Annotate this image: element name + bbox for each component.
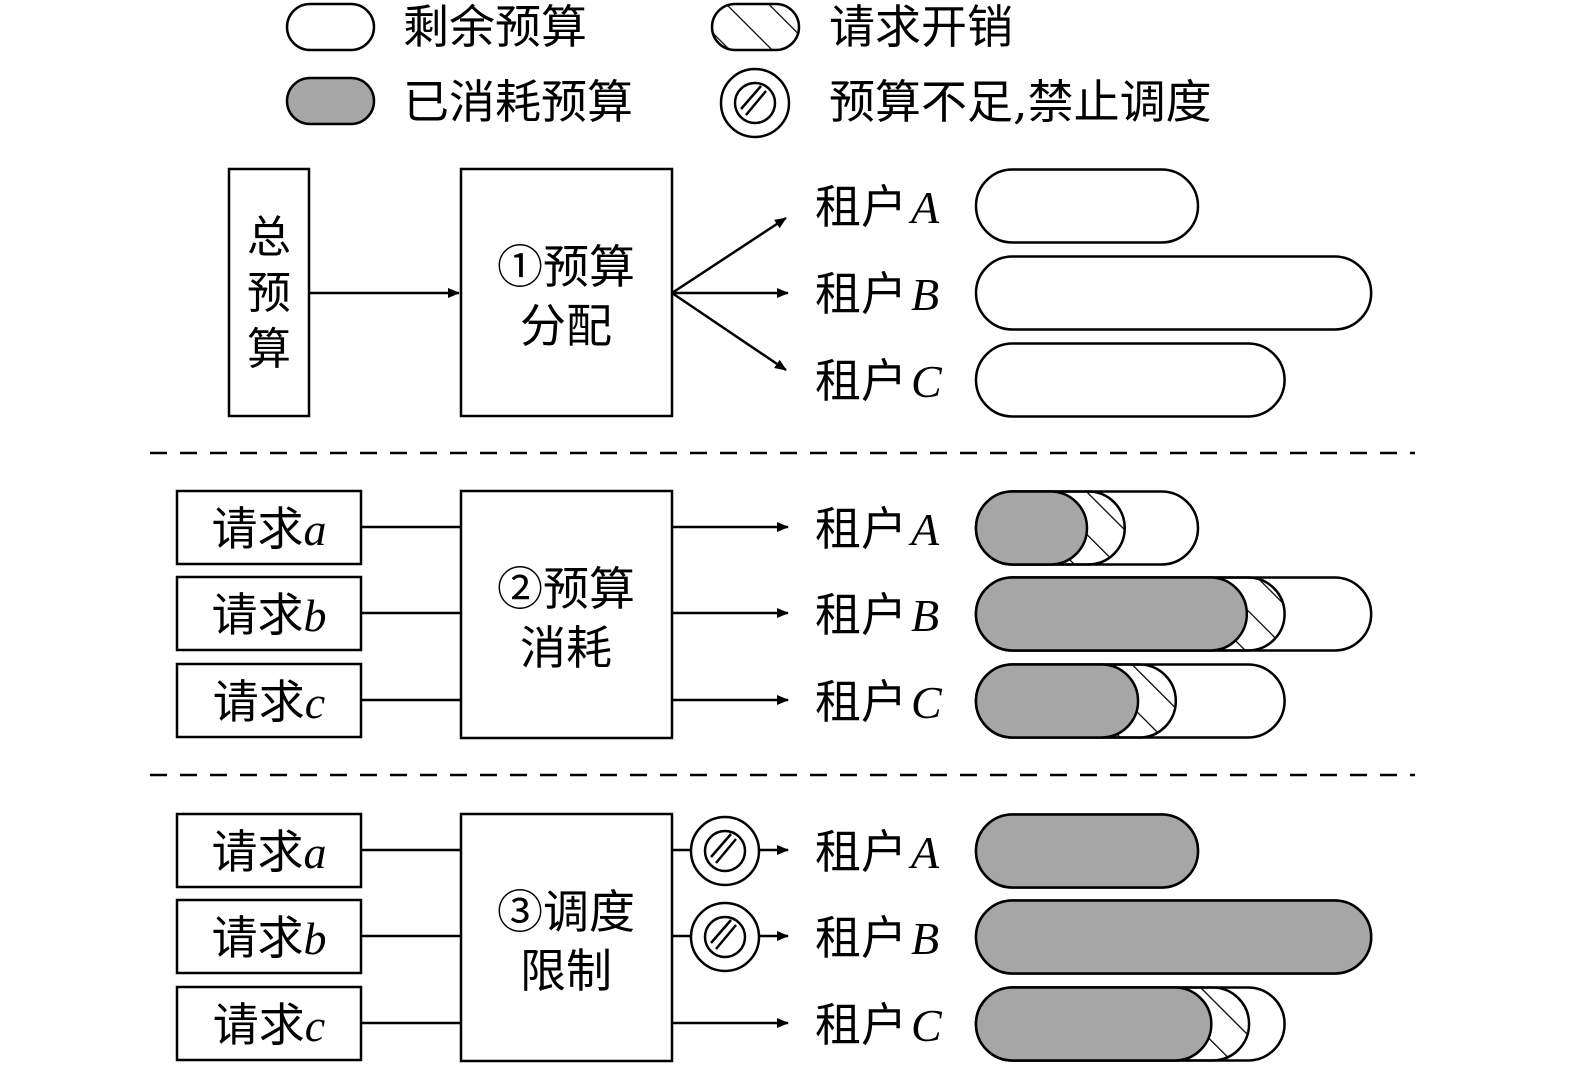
- tenant-label: 租户C: [815, 354, 943, 408]
- arrow: [671, 291, 787, 372]
- legend: 剩余预算 请求开销 已消耗预算 预算不足,禁止调度: [285, 0, 1212, 139]
- tenant-labels: 租户A 租户B 租户C 租户A 租户B 租户C 租户A 租户B 租户C: [815, 180, 943, 1052]
- tenant-label: 租户C: [815, 998, 943, 1052]
- request-label: 请求c: [213, 675, 325, 729]
- consumed-budget-segment: [974, 899, 1373, 975]
- tenant-budget-bar: [974, 899, 1373, 975]
- legend-denied-label: 预算不足,禁止调度: [829, 75, 1212, 129]
- consumed-budget-segment: [974, 663, 1140, 739]
- tenant-budget-bar: [974, 168, 1200, 244]
- tenant-budget-bar: [974, 255, 1373, 331]
- request-label: 请求a: [212, 825, 327, 879]
- deny-icons: [689, 815, 761, 973]
- tenant-label: 租户A: [815, 502, 940, 556]
- stage-title: 分配: [520, 299, 612, 353]
- tenant-label: 租户B: [815, 911, 939, 965]
- tenant-label: 租户A: [815, 825, 940, 879]
- tenant-budget-bar: [974, 342, 1286, 418]
- consumed-budget-segment: [974, 813, 1200, 889]
- arrow: [671, 216, 787, 295]
- tenant-label: 租户B: [815, 267, 939, 321]
- tenant-budget-bar: [974, 813, 1200, 889]
- request-label: 请求a: [212, 502, 327, 556]
- tenant-budget-bar: [974, 490, 1200, 566]
- total-budget-label: 算: [247, 324, 291, 375]
- stage-box: [459, 167, 674, 418]
- tenant-label: 租户A: [815, 180, 940, 234]
- stage-title: ②预算: [497, 562, 635, 616]
- stage-box: [459, 812, 674, 1063]
- request-box: [175, 898, 363, 975]
- total-budget-box: [227, 167, 311, 418]
- tenant-label: 租户C: [815, 675, 943, 729]
- legend-denied-icon: [719, 67, 791, 139]
- legend-remaining-swatch: [285, 2, 376, 52]
- stage-title: ③调度: [497, 885, 635, 939]
- tenant-budget-bar: [974, 986, 1286, 1062]
- stage-title: 限制: [520, 944, 612, 998]
- legend-request-cost-swatch: [710, 2, 801, 52]
- stage-box: [459, 489, 674, 740]
- budget-bars: [974, 168, 1373, 1062]
- deny-icon: [689, 901, 761, 973]
- tenant-budget-bar: [974, 576, 1373, 652]
- stage-scheduling-limit: 请求a 请求b 请求c ③调度 限制: [175, 812, 789, 1063]
- request-box: [175, 662, 363, 739]
- tenant-budget-bar: [974, 663, 1286, 739]
- request-label: 请求c: [213, 998, 325, 1052]
- stage-title: ①预算: [497, 240, 635, 294]
- stage-title: 消耗: [520, 621, 612, 675]
- remaining-budget-segment: [974, 255, 1373, 331]
- stage-allocation: 总 预 算 ①预算 分配: [227, 167, 789, 418]
- tenant-label: 租户B: [815, 588, 939, 642]
- consumed-budget-segment: [974, 490, 1089, 566]
- legend-request-cost-label: 请求开销: [829, 0, 1013, 54]
- legend-remaining-label: 剩余预算: [403, 0, 587, 54]
- request-label: 请求b: [212, 588, 327, 642]
- legend-consumed-label: 已消耗预算: [403, 75, 633, 129]
- total-budget-label: 预: [247, 268, 291, 319]
- legend-consumed-swatch: [285, 76, 376, 126]
- consumed-budget-segment: [974, 986, 1213, 1062]
- remaining-budget-segment: [974, 342, 1286, 418]
- remaining-budget-segment: [974, 168, 1200, 244]
- total-budget-label: 总: [247, 212, 291, 263]
- consumed-budget-segment: [974, 576, 1249, 652]
- deny-icon: [689, 815, 761, 887]
- request-label: 请求b: [212, 911, 327, 965]
- stage-consumption: 请求a 请求b 请求c ②预算 消耗: [175, 489, 789, 740]
- request-box: [175, 985, 363, 1062]
